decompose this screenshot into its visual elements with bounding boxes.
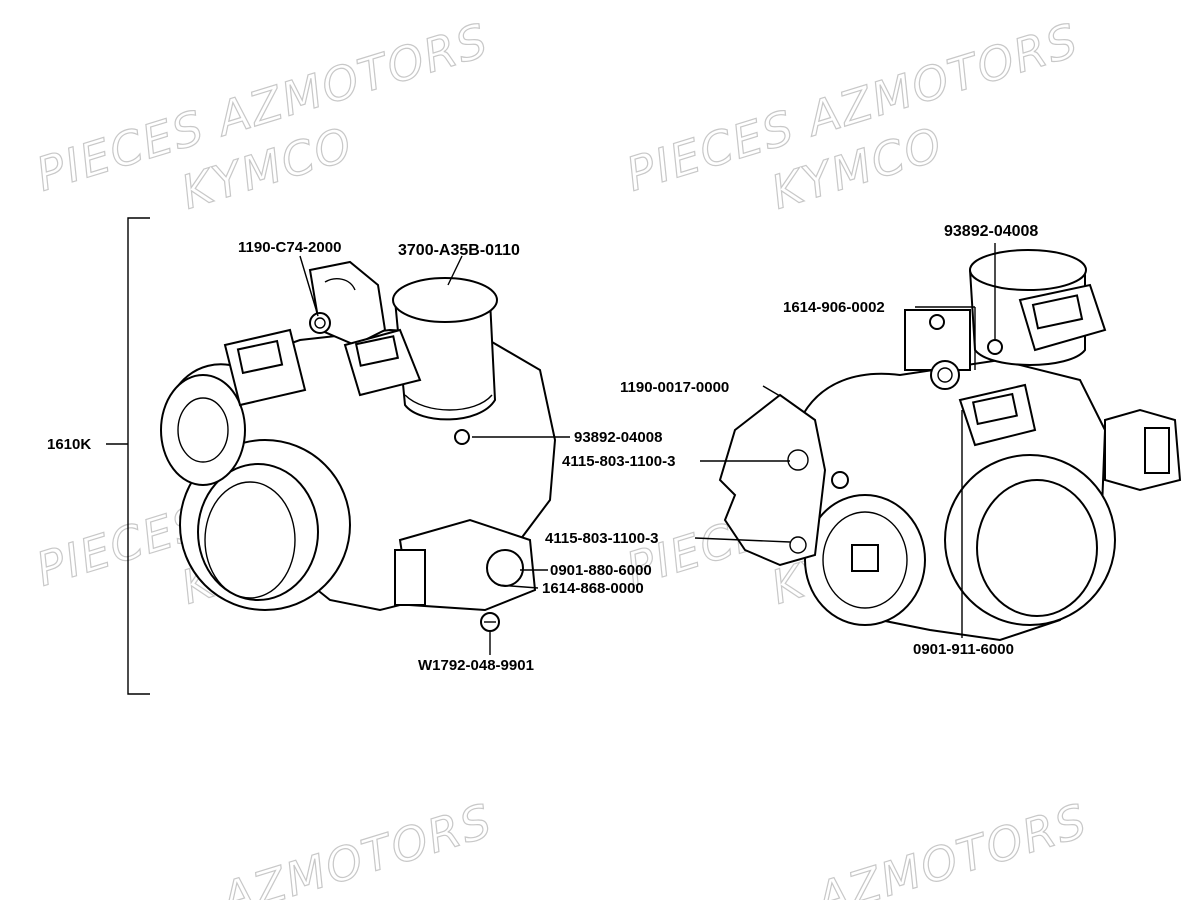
throttle-body-left — [160, 260, 557, 632]
part-label: 0901-911-6000 — [913, 641, 1014, 658]
leader-lines-left — [299, 255, 570, 655]
part-label: 1190-C74-2000 — [238, 239, 342, 256]
part-label: W1792-048-9901 — [418, 657, 534, 674]
part-label: 3700-A35B-0110 — [398, 242, 520, 259]
part-label: 4115-803-1100-3 — [545, 530, 659, 547]
assembly-label: 1610K — [47, 436, 92, 453]
leader-lines-right — [694, 243, 996, 638]
part-label: 1614-906-0002 — [783, 299, 885, 316]
assembly-bracket — [106, 217, 150, 695]
part-label: 4115-803-1100-3 — [562, 453, 676, 470]
part-label: 1190-0017-0000 — [620, 379, 730, 396]
part-label: 93892-04008 — [574, 429, 663, 446]
throttle-body-right — [718, 249, 1182, 642]
part-label: 1614-868-0000 — [542, 580, 644, 597]
part-label: 93892-04008 — [944, 223, 1039, 240]
part-label: 0901-880-6000 — [550, 562, 652, 579]
